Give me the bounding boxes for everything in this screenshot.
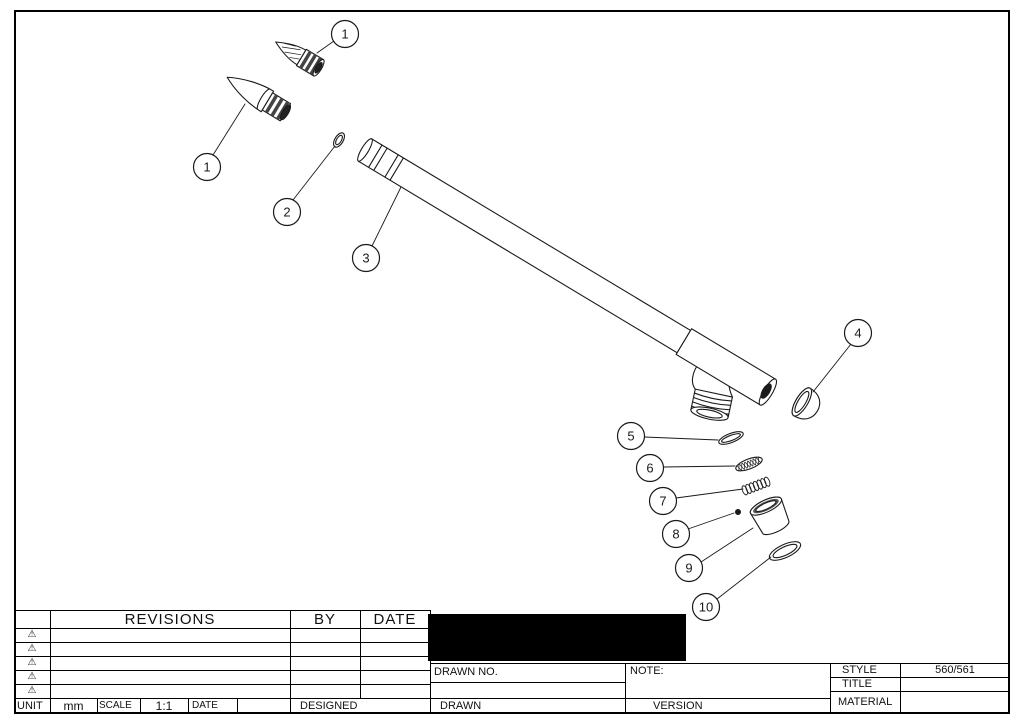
revisions-header: REVISIONS — [124, 610, 216, 628]
callout-7-number: 7 — [659, 494, 666, 509]
callout-1b-number: 1 — [203, 160, 210, 175]
title-label: TITLE — [842, 677, 872, 690]
callout-8: 8 — [661, 519, 691, 549]
revision-triangle-icon: ⚠ — [27, 685, 37, 696]
callout-5: 5 — [616, 421, 646, 451]
version-label: VERSION — [653, 699, 703, 712]
callout-5-number: 5 — [627, 429, 634, 444]
part-small-oring — [332, 132, 346, 148]
callout-8-number: 8 — [672, 527, 679, 542]
style-value: 560/561 — [935, 663, 975, 676]
revision-triangle-icon: ⚠ — [27, 657, 37, 668]
drawing-frame-border — [14, 10, 1010, 714]
revision-triangle-icon: ⚠ — [27, 643, 37, 654]
part-pin — [735, 509, 741, 515]
part-barrel-tube — [357, 138, 778, 406]
part-oring — [718, 431, 744, 445]
date-header: DATE — [373, 610, 417, 628]
callout-1b: 1 — [192, 152, 222, 182]
revision-triangle-icon: ⚠ — [27, 671, 37, 682]
material-label: MATERIAL — [838, 696, 893, 708]
callout-4-number: 4 — [854, 326, 861, 341]
designed-label: DESIGNED — [300, 699, 358, 712]
callout-3: 3 — [351, 243, 381, 273]
callout-9-number: 9 — [685, 561, 692, 576]
callout-1a-number: 1 — [341, 27, 348, 42]
part-mesh-washer — [735, 456, 763, 472]
callout-7: 7 — [648, 486, 678, 516]
redacted-logo-block — [428, 614, 686, 661]
part-ring-washer — [768, 541, 802, 561]
callout-9: 9 — [674, 553, 704, 583]
callout-2-number: 2 — [283, 205, 290, 220]
part-tip-small — [275, 41, 325, 77]
unit-label: UNIT — [17, 699, 43, 712]
note-label: NOTE: — [630, 665, 664, 677]
callout-3-number: 3 — [362, 251, 369, 266]
scale-value: 1:1 — [155, 699, 173, 713]
part-end-cap — [791, 387, 821, 420]
callout-2: 2 — [272, 197, 302, 227]
date-label: DATE — [192, 700, 218, 711]
callout-10-number: 10 — [699, 600, 713, 615]
part-nozzle-housing — [749, 496, 790, 536]
by-header: BY — [313, 610, 336, 628]
callout-6-number: 6 — [646, 461, 653, 476]
unit-value: mm — [63, 699, 84, 713]
callout-10: 10 — [691, 592, 721, 622]
callout-balloons: 1 1 2 3 4 — [192, 19, 873, 622]
callout-leader-lines — [212, 40, 852, 600]
style-label: STYLE — [842, 663, 877, 676]
part-tip-large — [226, 76, 292, 122]
callout-4: 4 — [843, 318, 873, 348]
callout-1a: 1 — [330, 19, 360, 49]
drawn-label: DRAWN — [440, 699, 482, 712]
revision-triangle-icon: ⚠ — [27, 629, 37, 640]
drawn-no-label: DRAWN NO. — [434, 666, 498, 678]
scale-label: SCALE — [99, 700, 132, 711]
part-coil-spring — [741, 476, 771, 496]
callout-6: 6 — [635, 453, 665, 483]
